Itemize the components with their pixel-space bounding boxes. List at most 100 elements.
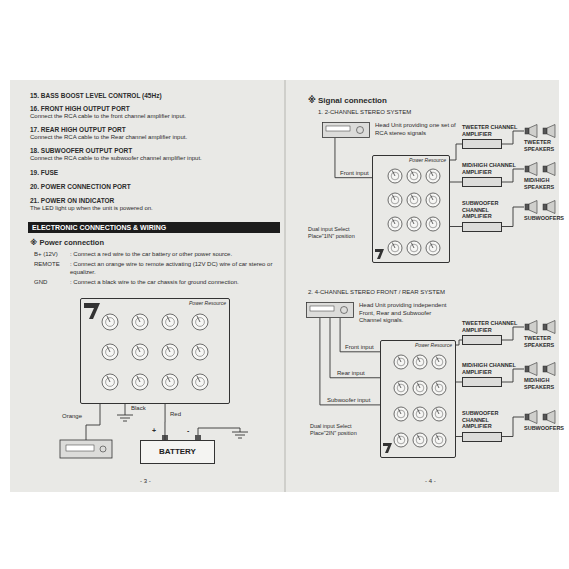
knob-pointer (411, 218, 414, 224)
battery: BATTERY (140, 440, 215, 464)
speaker-magnet (525, 204, 529, 210)
battery-label: BATTERY (159, 447, 196, 457)
head-unit-icon (322, 122, 370, 138)
speakers: TWEETER SPEAKERS (524, 320, 562, 348)
crossover-unit: Power Resource (372, 155, 450, 263)
knob-pointer (430, 170, 433, 176)
head-unit-text: Head Unit providing one set of RCA stere… (375, 122, 457, 137)
speaker-label: MID/HIGH SPEAKERS (524, 377, 562, 390)
speaker-label: SUBWOOFERS (524, 425, 568, 432)
wire-connector (502, 131, 524, 144)
control-knob (413, 381, 427, 395)
wire-connector (320, 318, 380, 405)
knob-pointer (137, 346, 140, 352)
brand-logo (383, 443, 392, 453)
speaker-magnet (543, 204, 547, 210)
speaker-cone (547, 201, 555, 214)
control-knob (426, 217, 440, 231)
control-knob (426, 193, 440, 207)
speaker-cone (547, 125, 555, 138)
label-text: Connect the RCA cable to the subwoofer c… (30, 155, 280, 163)
knob-pointer (411, 170, 414, 176)
control-knob (102, 344, 118, 360)
label-text: 21. POWER ON INDICATOR (30, 197, 114, 205)
control-knob (394, 381, 408, 395)
label-text: B+ (12V) (34, 251, 58, 259)
wire-connector (450, 226, 462, 227)
ground-symbol (232, 432, 248, 438)
speaker-label: SUBWOOFERS (524, 215, 568, 222)
control-knob (407, 217, 421, 231)
speaker-magnet (525, 166, 529, 172)
knob-pointer (436, 408, 439, 414)
knob-pointer (411, 194, 414, 200)
amplifier-label: SUBWOOFER CHANNEL AMPLIFIER (462, 410, 518, 430)
control-knob (162, 314, 178, 330)
head-unit-text: Head Unit providing independent Front, R… (359, 302, 451, 325)
knob-pointer (107, 346, 110, 352)
wire-connector (335, 138, 372, 178)
head-unit-body (307, 303, 354, 318)
speaker-icon (524, 320, 558, 334)
head-unit-knob (341, 307, 348, 314)
label-text: 17. REAR HIGH OUTPUT PORT (30, 126, 126, 134)
label-text: : Connect an orange wire to remote activ… (70, 261, 282, 277)
speaker-magnet (525, 128, 529, 134)
label-text: 19. FUSE (30, 169, 58, 177)
speakers: SUBWOOFERS (524, 410, 568, 432)
control-knob (432, 355, 446, 369)
brand-text: Power Resource (373, 156, 449, 164)
speaker-cone (547, 363, 555, 376)
amplifier: TWEETER CHANNEL AMPLIFIER (462, 320, 518, 345)
speaker-magnet (525, 414, 529, 420)
control-knob (102, 314, 118, 330)
amplifier-label: TWEETER CHANNEL AMPLIFIER (462, 124, 518, 137)
control-knob (432, 407, 446, 421)
control-knob (394, 407, 408, 421)
label-text: GND (34, 279, 47, 287)
speakers: MID/HIGH SPEAKERS (524, 362, 562, 390)
control-knob (394, 355, 408, 369)
knob-pointer (392, 170, 395, 176)
label-text: 15. BASS BOOST LEVEL CONTROL (45Hz) (30, 92, 162, 100)
speaker-icon (524, 410, 558, 424)
control-knob (388, 241, 402, 255)
control-knob (162, 344, 178, 360)
head-unit: Head Unit providing independent Front, R… (306, 302, 451, 325)
speaker-icon (524, 200, 558, 214)
amplifier-label: SUBWOOFER CHANNEL AMPLIFIER (462, 200, 518, 220)
band-title: ELECTRONIC CONNECTIONS & WIRING (32, 223, 276, 232)
amplifier-label: MID/HIGH CHANNEL AMPLIFIER (462, 362, 518, 375)
label-text: Orange (62, 413, 82, 421)
control-knob (407, 169, 421, 183)
knob-pointer (137, 316, 140, 322)
crossover-unit: Power Resource (380, 340, 456, 458)
speaker-magnet (543, 166, 547, 172)
speaker-label: MID/HIGH SPEAKERS (524, 177, 562, 190)
label-text: 1. 2-CHANNEL STEREO SYSTEM (318, 109, 411, 117)
wire-label: Front input (339, 169, 370, 177)
speaker-label: TWEETER SPEAKERS (524, 335, 562, 348)
amplifier-box (462, 377, 502, 387)
knob-pointer (137, 376, 140, 382)
knob-pointer (417, 434, 420, 440)
label-text: ※ Signal connection (308, 96, 387, 106)
speakers: TWEETER SPEAKERS (524, 124, 562, 152)
wire-connector (502, 417, 524, 437)
control-knob (162, 374, 178, 390)
speakers: SUBWOOFERS (524, 200, 568, 222)
control-knob (394, 433, 408, 447)
knob-pointer (167, 346, 170, 352)
control-knob (388, 217, 402, 231)
control-knob (192, 344, 208, 360)
label-text: The LED light up when the unit is powere… (30, 205, 280, 213)
label-text: Dual input Select Place"2IN" position (310, 423, 374, 437)
stereo-display (66, 445, 94, 451)
speaker-cone (547, 163, 555, 176)
speaker-cone (529, 411, 537, 424)
label-text: - 3 - (140, 478, 151, 486)
knob-pointer (167, 376, 170, 382)
wire-label: Rear input (336, 369, 366, 377)
speaker-magnet (525, 366, 529, 372)
